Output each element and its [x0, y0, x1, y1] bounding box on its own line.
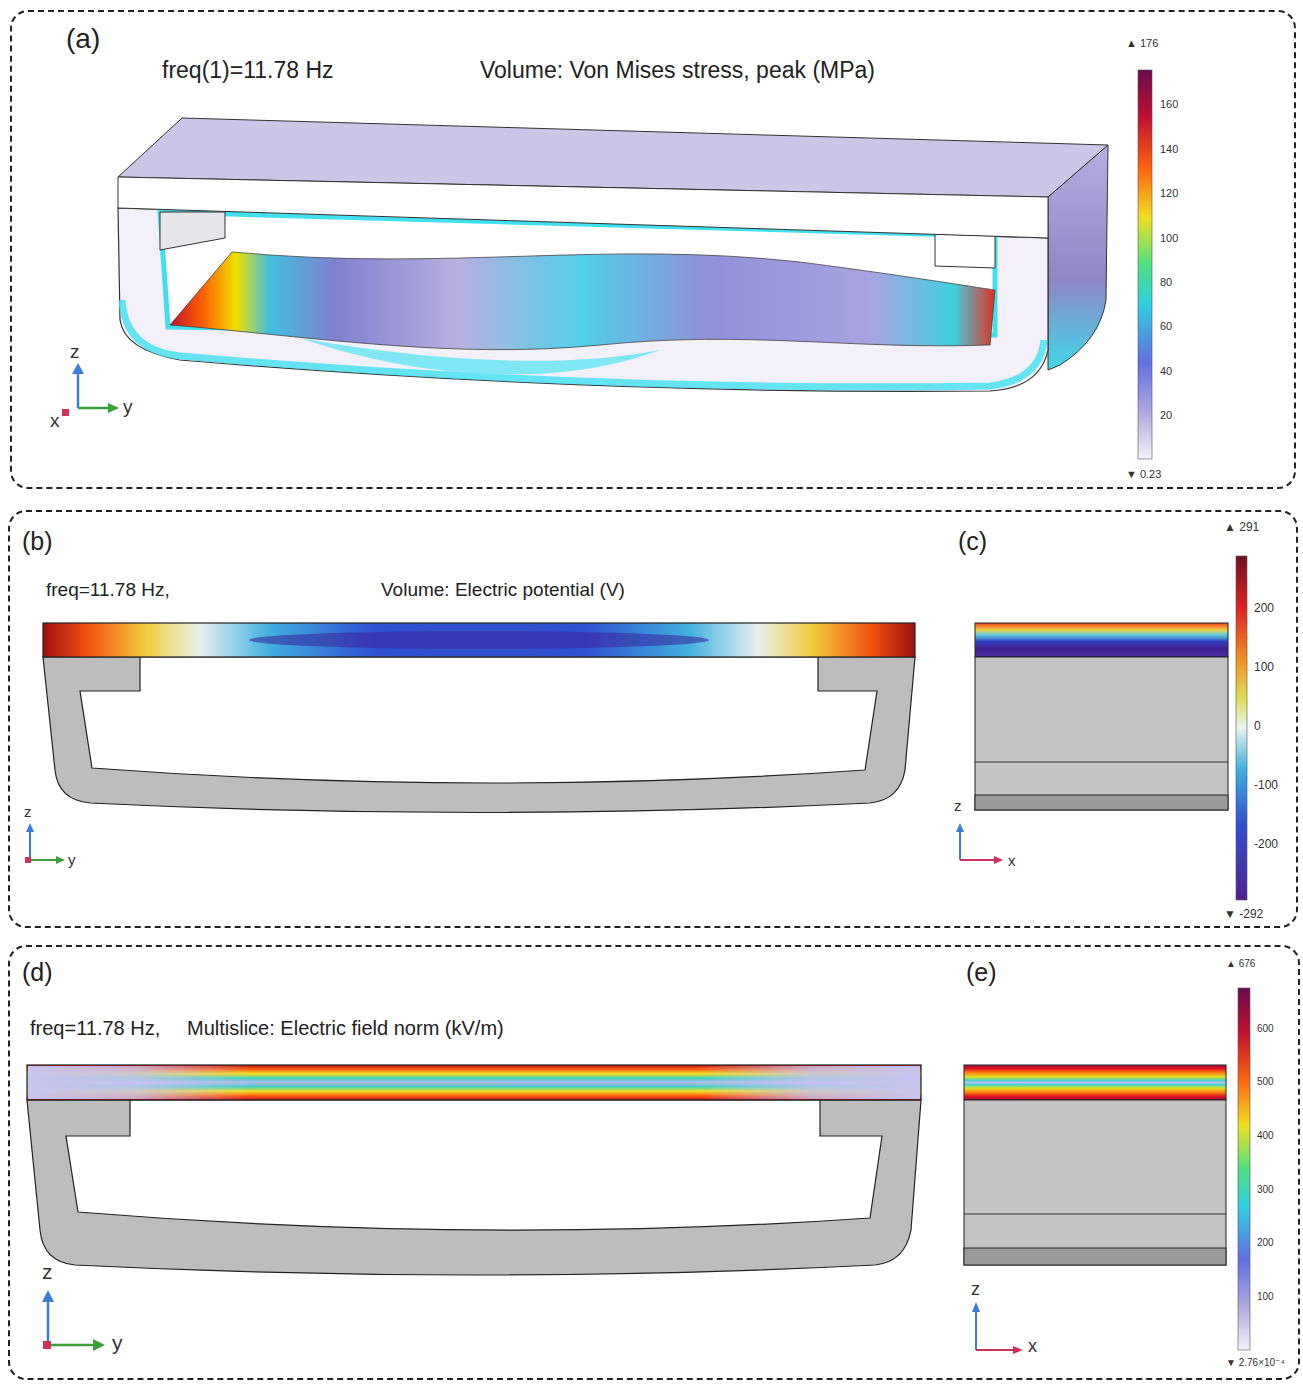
axis-label: z — [971, 1280, 980, 1300]
potential-core — [249, 631, 709, 649]
clamp — [160, 212, 225, 250]
frame-section — [975, 657, 1228, 810]
colorbar-tick: 200 — [1254, 602, 1274, 615]
colorbar-tick: ▲ 176 — [1126, 37, 1158, 49]
plot-title: Multislice: Electric field norm (kV/m) — [187, 1017, 504, 1039]
colorbar-tick: -100 — [1254, 779, 1278, 792]
colorbar-tick: 100 — [1160, 232, 1178, 244]
colorbar-tick: 100 — [1257, 1291, 1274, 1302]
colorbar-tick: 120 — [1160, 187, 1178, 199]
axis-label: x — [1028, 1337, 1037, 1357]
colorbar-tick: 400 — [1257, 1130, 1274, 1141]
figure-panel: (b) freq=11.78 Hz, Volume: Electric potent… — [8, 510, 1298, 928]
figure-panel: (d) freq=11.78 Hz, Multislice: Electric fi… — [8, 945, 1300, 1380]
piezo-section — [975, 623, 1228, 657]
axis-label: z — [70, 342, 80, 363]
plot-title: Volume: Von Mises stress, peak (MPa) — [480, 58, 875, 83]
axis-label: x — [1008, 853, 1016, 870]
panel-letter: (d) — [22, 959, 53, 987]
colorbar-tick: ▼ -292 — [1224, 908, 1263, 921]
frame-section — [964, 1100, 1226, 1265]
axis-label: x — [50, 411, 60, 432]
slab-front — [118, 177, 1048, 238]
frame — [27, 1100, 921, 1275]
piezo-beam — [170, 252, 995, 350]
axis-triad — [42, 1290, 1023, 1354]
axis-label: y — [112, 1331, 123, 1354]
plot-title: Volume: Electric potential (V) — [381, 580, 625, 601]
panel-letter: (e) — [966, 959, 997, 987]
axis-label: z — [24, 804, 32, 821]
colorbar-tick: -200 — [1254, 838, 1278, 851]
axis-triad — [25, 823, 1003, 864]
plot-title: freq(1)=11.78 Hz — [162, 58, 334, 83]
colorbar-tick: 600 — [1257, 1023, 1274, 1034]
axis-label: z — [954, 798, 962, 815]
frame-opening — [66, 1100, 882, 1230]
colorbar-tick: 500 — [1257, 1076, 1274, 1087]
panel-letter: (b) — [22, 528, 53, 556]
colorbar — [1238, 988, 1250, 1350]
colorbar-tick: ▲ 291 — [1224, 521, 1259, 534]
colorbar-tick: 20 — [1160, 409, 1172, 421]
colorbar-tick: 200 — [1257, 1237, 1274, 1248]
frame — [43, 657, 915, 813]
plot-title: freq=11.78 Hz, — [46, 580, 170, 601]
plot-title: freq=11.78 Hz, — [30, 1017, 160, 1039]
colorbar-tick: 160 — [1160, 98, 1178, 110]
colorbar-tick: ▼ 0.23 — [1126, 468, 1161, 480]
colorbar-tick: 80 — [1160, 276, 1172, 288]
piezo-layer — [43, 623, 915, 657]
axis-triad — [62, 363, 119, 416]
colorbar-tick: 100 — [1254, 661, 1274, 674]
axis-label: y — [123, 397, 133, 418]
colorbar-tick: ▲ 676 — [1226, 958, 1255, 969]
colorbar-tick: 300 — [1257, 1184, 1274, 1195]
field-fade — [28, 1066, 248, 1099]
panel-letter: (a) — [66, 24, 100, 55]
axis-label: z — [42, 1260, 53, 1283]
frame-opening — [80, 657, 877, 783]
colorbar-tick: 0 — [1254, 720, 1261, 733]
clamp — [935, 234, 995, 268]
frame-front — [118, 208, 1048, 391]
colorbar-tick: 140 — [1160, 143, 1178, 155]
piezo-layer — [27, 1065, 921, 1100]
colorbar — [1138, 70, 1152, 459]
frame-section — [975, 795, 1228, 810]
figure-panel: (a) freq(1)=11.78 Hz Volume: Von Mises str… — [10, 10, 1296, 489]
piezo-section — [964, 1065, 1226, 1100]
panel-letter: (c) — [958, 528, 987, 556]
colorbar-tick: 60 — [1160, 320, 1172, 332]
field-fade — [700, 1066, 920, 1099]
colorbar-tick: ▼ 2.76×10⁻⁴ — [1226, 1357, 1285, 1368]
frame-section — [964, 1248, 1226, 1265]
colorbar-tick: 40 — [1160, 365, 1172, 377]
colorbar — [1236, 556, 1247, 900]
axis-label: y — [68, 852, 76, 869]
